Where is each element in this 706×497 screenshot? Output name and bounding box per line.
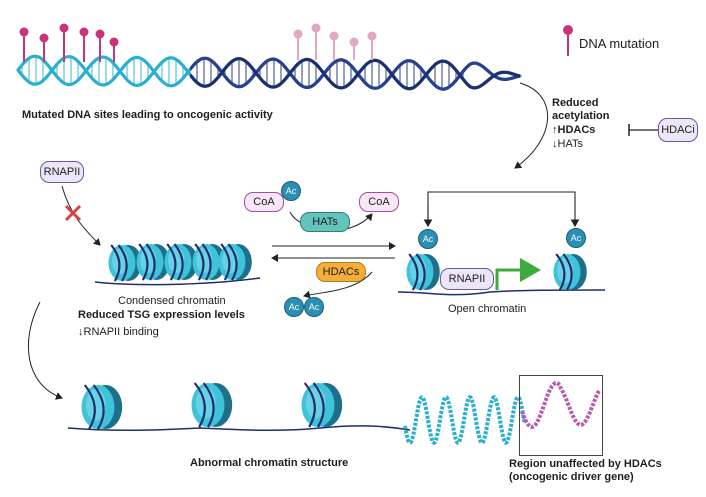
chromatin-restructuring-arrow xyxy=(28,301,63,400)
acetyl-group-icon: Ac xyxy=(281,181,301,201)
driver-gene-frame xyxy=(519,375,603,456)
hdacs-pill: HDACs xyxy=(316,262,366,282)
hdaci-inhibition xyxy=(628,124,658,136)
hdaci-pill: HDACi xyxy=(658,118,698,142)
rnapii-pill-right: RNAPII xyxy=(440,268,494,290)
reduced-acetylation-line1: Reduced xyxy=(552,97,599,109)
transcription-start-arrow-icon xyxy=(495,258,541,290)
nucleosome-icon xyxy=(164,243,198,281)
acetyl-group-icon: Ac xyxy=(418,229,438,249)
unaffected-region-line1: Region unaffected by HDACs xyxy=(509,458,662,470)
reduced-tsg-label: Reduced TSG expression levels xyxy=(78,309,245,321)
dna-helix-icon xyxy=(16,54,522,91)
acetyl-group-icon: Ac xyxy=(566,228,586,248)
condensed-chromatin xyxy=(94,243,261,286)
unaffected-region-line2: (oncogenic driver gene) xyxy=(509,471,634,483)
nucleosome-icon xyxy=(553,253,587,291)
inhibition-cross-icon xyxy=(64,204,82,222)
rnapii-pill-left: RNAPII xyxy=(40,161,84,183)
nucleosome-icon xyxy=(108,244,142,282)
nucleosome-icon xyxy=(81,384,123,430)
legend-label: DNA mutation xyxy=(579,36,660,51)
nucleosome-icon xyxy=(218,243,252,281)
reduced-acetylation-arrow xyxy=(514,82,548,169)
nucleosome-icon xyxy=(191,382,233,428)
hats-decrease: ↓HATs xyxy=(552,138,583,150)
nucleosome-icon xyxy=(301,382,343,428)
open-chromatin-label: Open chromatin xyxy=(448,303,527,315)
mutation-markers xyxy=(19,23,377,62)
abnormal-chromatin xyxy=(67,380,601,445)
nucleosome-icon xyxy=(136,243,170,281)
abnormal-structure-label: Abnormal chromatin structure xyxy=(190,457,349,469)
open-chromatin xyxy=(397,253,606,296)
open-chromatin-loop xyxy=(423,191,580,228)
hats-pill: HATs xyxy=(300,212,350,232)
driver-gene-region xyxy=(520,380,601,429)
coa-pill-right: CoA xyxy=(359,192,399,212)
hdacs-increase: ↑HDACs xyxy=(552,124,596,136)
nucleosome-icon xyxy=(406,253,440,291)
dna-mutation-legend-icon xyxy=(563,25,573,56)
condensed-chromatin-label: Condensed chromatin xyxy=(118,295,226,307)
acetyl-group-icon: Ac xyxy=(284,297,304,317)
mutated-dna-label: Mutated DNA sites leading to oncogenic a… xyxy=(22,109,273,121)
chromatin-fiber-coil xyxy=(403,395,527,445)
acetyl-group-icon: Ac xyxy=(304,297,324,317)
coa-pill-left: CoA xyxy=(244,192,284,212)
rnapii-binding-arrow xyxy=(61,185,101,246)
nucleosome-icon xyxy=(192,243,226,281)
reduced-acetylation-line2: acetylation xyxy=(552,110,610,122)
rnapii-binding-label: ↓RNAPII binding xyxy=(78,326,159,338)
